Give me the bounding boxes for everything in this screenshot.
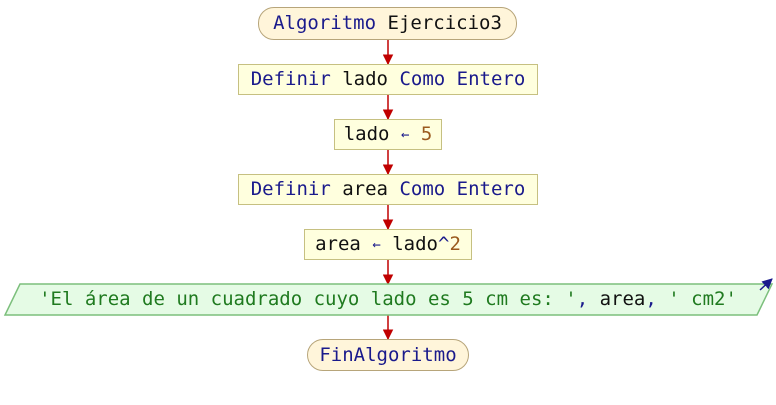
power-operator: ^ [437, 233, 450, 255]
string-literal: ' cm2' [668, 288, 737, 310]
variable-name: lado [342, 68, 388, 90]
output-node: 'El área de un cuadrado cuyo lado es 5 c… [12, 284, 764, 315]
define-area-node: Definir area Como Entero [238, 174, 538, 205]
define-lado-node: Definir lado Como Entero [238, 64, 538, 95]
algorithm-name: Ejercicio3 [387, 12, 502, 34]
separator: , [645, 288, 657, 310]
output-indicator-arrow [759, 278, 773, 291]
variable-name: area [315, 233, 361, 255]
assign-arrow: ← [400, 126, 410, 143]
string-literal: 'El área de un cuadrado cuyo lado es 5 c… [39, 288, 577, 310]
expression-variable: lado [392, 233, 438, 255]
start-node: Algoritmo Ejercicio3 [258, 7, 517, 40]
assign-area-node: area ← lado^2 [304, 229, 472, 260]
variable-name: lado [343, 123, 390, 145]
algoritmo-keyword: Algoritmo [273, 12, 377, 34]
definir-keyword: Definir [250, 68, 331, 90]
definir-keyword: Definir [250, 178, 331, 200]
type-keyword: Entero [456, 68, 526, 90]
separator: , [576, 288, 589, 310]
assign-arrow: ← [372, 236, 381, 253]
variable-name: area [342, 178, 388, 200]
end-node: FinAlgoritmo [307, 339, 469, 371]
assign-lado-node: lado ← 5 [334, 119, 442, 150]
output-variable: area [599, 288, 646, 310]
como-keyword: Como [399, 178, 446, 200]
type-keyword: Entero [456, 178, 526, 200]
number-literal: 5 [420, 123, 433, 145]
exponent-literal: 2 [449, 233, 461, 255]
como-keyword: Como [399, 68, 446, 90]
output-parallelogram [3, 283, 774, 316]
finalgoritmo-keyword: FinAlgoritmo [319, 343, 457, 366]
